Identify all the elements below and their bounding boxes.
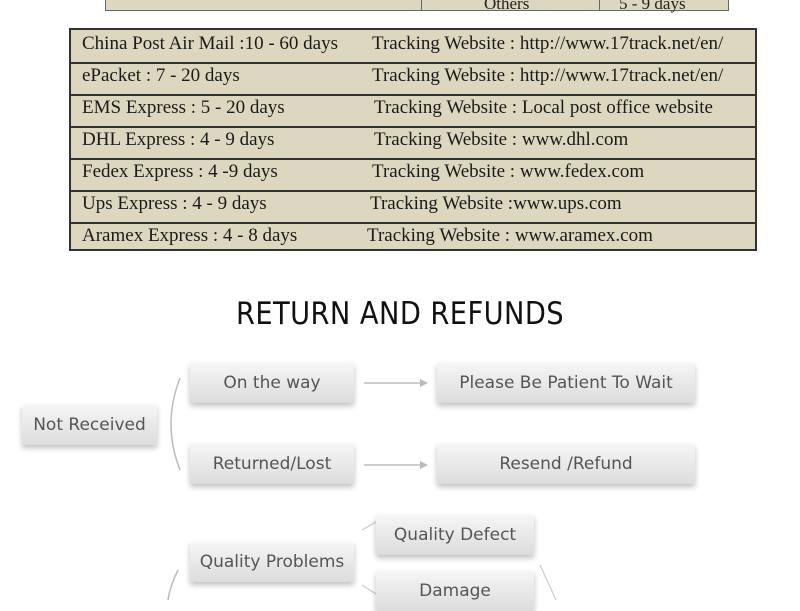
quality-defect-label: Quality Defect — [393, 525, 517, 545]
on-the-way-box: On the way — [190, 363, 354, 403]
bracket — [170, 377, 181, 471]
shipping-table: China Post Air Mail :10 - 60 days Tracki… — [69, 28, 757, 251]
table-row: ePacket : 7 - 20 days Tracking Website :… — [71, 62, 755, 96]
table-row: Fedex Express : 4 -9 days Tracking Websi… — [71, 158, 755, 192]
shipping-method: Fedex Express : 4 -9 days — [82, 161, 278, 182]
shipping-method: Aramex Express : 4 - 8 days — [82, 225, 298, 246]
table-row: EMS Express : 5 - 20 days Tracking Websi… — [71, 94, 755, 128]
arrow-head — [420, 461, 428, 469]
bracket — [167, 569, 179, 600]
shipping-method: Ups Express : 4 - 9 days — [82, 193, 267, 214]
cell-others: Others — [484, 0, 530, 13]
patient-box: Please Be Patient To Wait — [437, 363, 695, 403]
tracking-website: Tracking Website :www.ups.com — [370, 193, 622, 214]
column-divider — [599, 0, 600, 10]
table-row: Aramex Express : 4 - 8 days Tracking Web… — [71, 222, 755, 254]
tracking-website: Tracking Website : Local post office web… — [374, 97, 713, 118]
damage-box: Damage — [376, 571, 534, 611]
shipping-method: China Post Air Mail :10 - 60 days — [82, 33, 338, 54]
partial-shipping-table: Others 5 - 9 days — [105, 0, 729, 13]
shipping-method: ePacket : 7 - 20 days — [82, 65, 240, 86]
not-received-box: Not Received — [22, 405, 157, 445]
damage-label: Damage — [419, 581, 491, 601]
column-divider — [421, 0, 422, 10]
table-row: DHL Express : 4 - 9 days Tracking Websit… — [71, 126, 755, 160]
tracking-website: Tracking Website : http://www.17track.ne… — [372, 33, 724, 54]
shipping-method: DHL Express : 4 - 9 days — [82, 129, 275, 150]
returned-lost-label: Returned/Lost — [212, 454, 332, 474]
patient-label: Please Be Patient To Wait — [459, 373, 673, 393]
quality-problems-box: Quality Problems — [190, 542, 354, 582]
not-received-label: Not Received — [33, 415, 146, 435]
cell-days: 5 - 9 days — [619, 0, 686, 13]
tracking-website: Tracking Website : www.fedex.com — [372, 161, 645, 182]
connector-line — [539, 564, 557, 600]
connector-line — [361, 521, 377, 531]
tracking-website: Tracking Website : www.dhl.com — [374, 129, 629, 150]
arrow-head — [420, 379, 428, 387]
resend-refund-box: Resend /Refund — [437, 444, 695, 484]
table-row: China Post Air Mail :10 - 60 days Tracki… — [71, 30, 755, 64]
resend-refund-label: Resend /Refund — [499, 454, 633, 474]
on-the-way-label: On the way — [223, 373, 321, 393]
table-row: Ups Express : 4 - 9 days Tracking Websit… — [71, 190, 755, 224]
quality-defect-box: Quality Defect — [376, 515, 534, 555]
quality-problems-label: Quality Problems — [199, 552, 345, 572]
connector-line — [361, 584, 377, 595]
shipping-method: EMS Express : 5 - 20 days — [82, 97, 285, 118]
section-title: RETURN AND REFUNDS — [235, 296, 565, 332]
returned-lost-box: Returned/Lost — [190, 444, 354, 484]
tracking-website: Tracking Website : www.aramex.com — [367, 225, 653, 246]
tracking-website: Tracking Website : http://www.17track.ne… — [372, 65, 724, 86]
